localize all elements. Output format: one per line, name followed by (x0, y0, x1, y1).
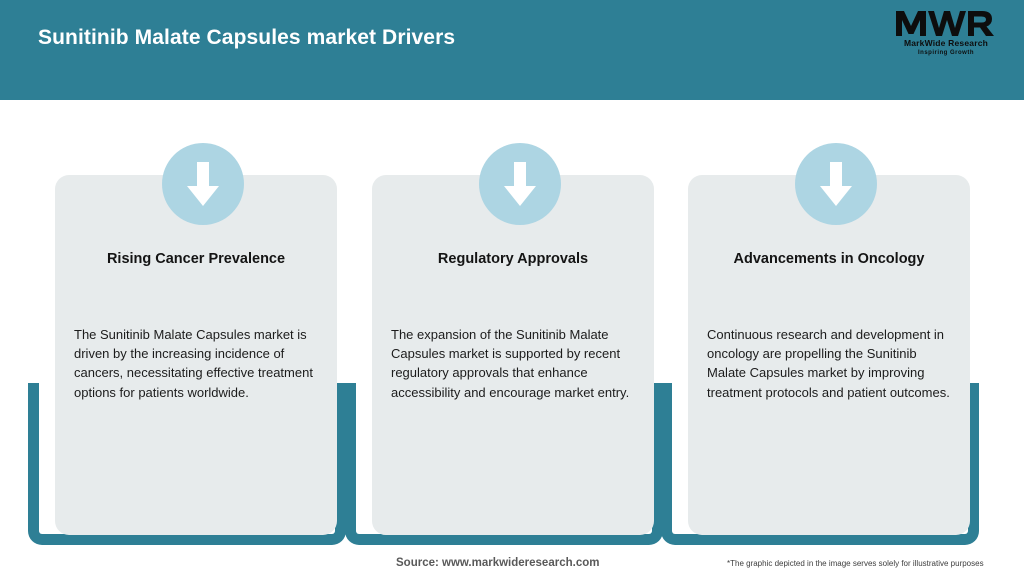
brand-logo: MarkWide Research Inspiring Growth (890, 8, 1002, 60)
card-surface: Regulatory Approvals The expansion of th… (372, 175, 654, 535)
card-title: Regulatory Approvals (437, 251, 589, 267)
card-title: Advancements in Oncology (733, 251, 925, 267)
logo-company-name: MarkWide Research (903, 38, 989, 48)
logo-tagline: Inspiring Growth (918, 49, 974, 56)
card-accent-frame (661, 383, 979, 545)
source-attribution: Source: www.markwideresearch.com (396, 557, 600, 569)
down-arrow-icon (162, 143, 244, 225)
driver-card-2: Regulatory Approvals The expansion of th… (339, 0, 669, 576)
card-body-text: Continuous research and development in o… (707, 327, 950, 400)
header-banner: Sunitinib Malate Capsules market Drivers… (0, 0, 1024, 100)
card-body-text: The Sunitinib Malate Capsules market is … (74, 327, 313, 400)
illustrative-disclaimer: *The graphic depicted in the image serve… (727, 559, 984, 568)
card-accent-frame (345, 383, 663, 545)
card-title: Rising Cancer Prevalence (106, 251, 286, 267)
driver-card-1: Rising Cancer Prevalence The Sunitinib M… (22, 0, 352, 576)
mwr-monogram-icon (896, 11, 994, 36)
down-arrow-icon (479, 143, 561, 225)
down-arrow-icon (795, 143, 877, 225)
card-surface: Advancements in Oncology Continuous rese… (688, 175, 970, 535)
card-accent-frame (28, 383, 346, 545)
card-body-text: The expansion of the Sunitinib Malate Ca… (391, 327, 630, 400)
driver-card-3: Advancements in Oncology Continuous rese… (655, 0, 985, 576)
page-title: Sunitinib Malate Capsules market Drivers (38, 26, 456, 49)
card-surface: Rising Cancer Prevalence The Sunitinib M… (55, 175, 337, 535)
